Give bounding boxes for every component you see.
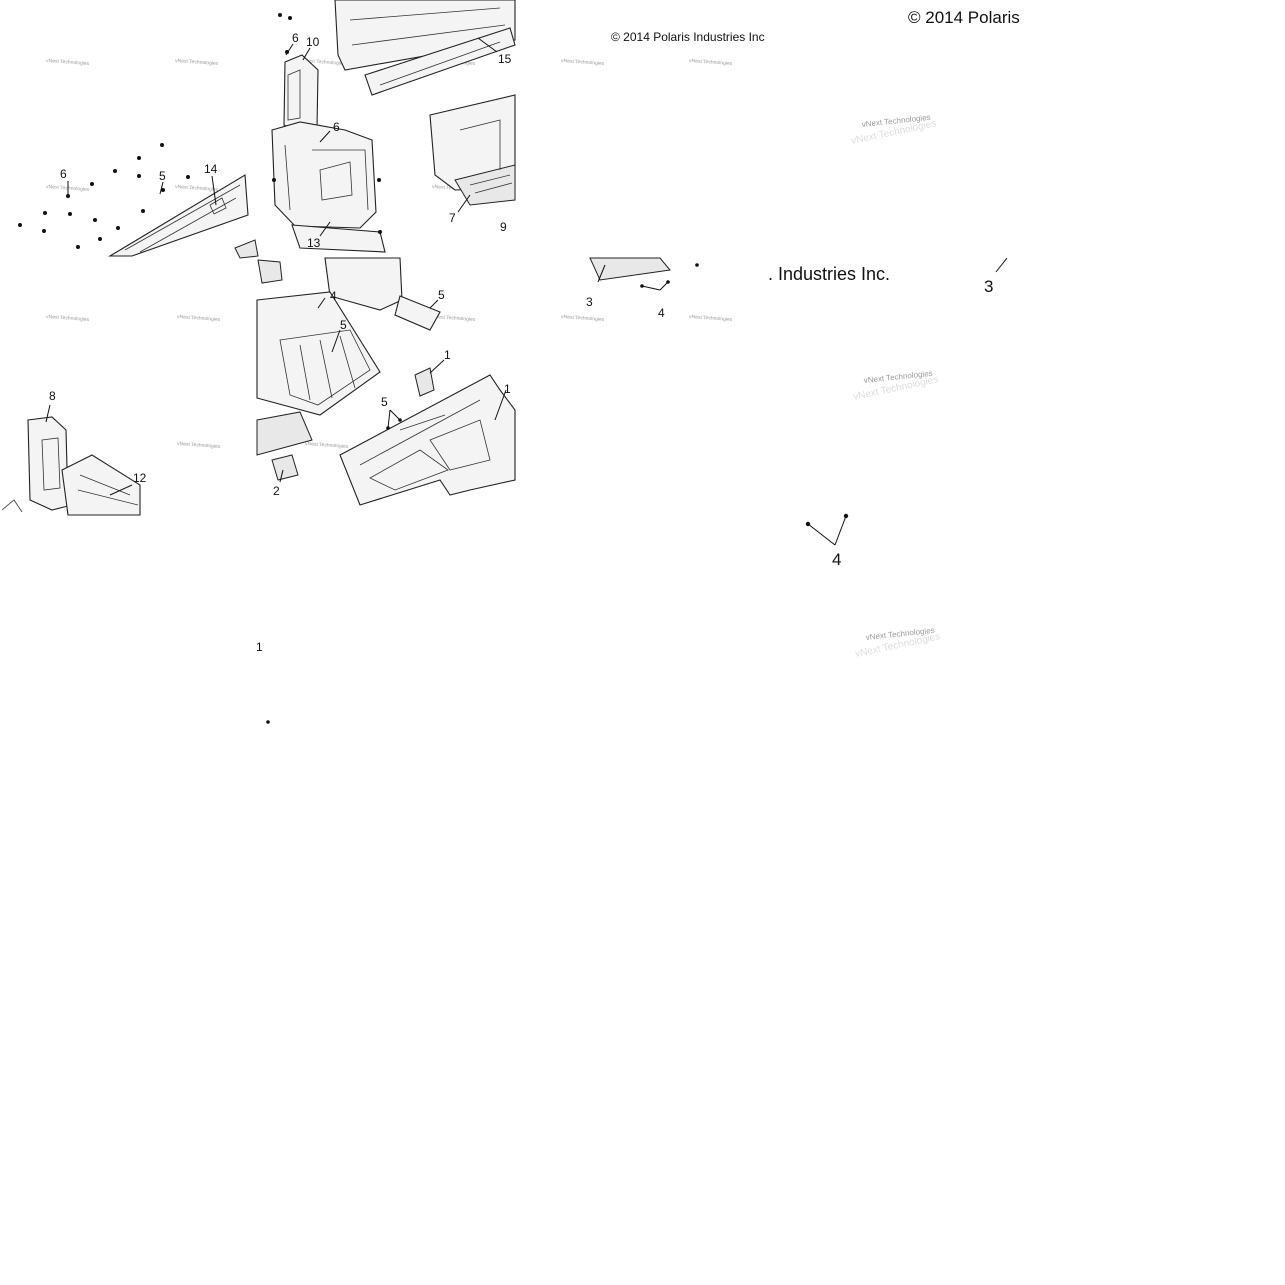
- callout-label: 5: [159, 169, 166, 183]
- fastener-group-left: [18, 143, 190, 249]
- callout-label: 13: [307, 236, 321, 250]
- part-bracket-2: [271, 454, 299, 481]
- callout-label: 7: [449, 211, 456, 225]
- callout-label: 10: [306, 35, 320, 49]
- callout-label: 3: [586, 295, 593, 309]
- part-door-panel-6: [271, 121, 377, 229]
- callout-label: 6: [292, 31, 299, 45]
- fastener-group-top: [272, 13, 382, 234]
- part-panel-12: [61, 454, 141, 516]
- part-panel-14: [108, 174, 249, 257]
- callout-label: 5: [438, 288, 445, 302]
- fastener-group-bottom: [266, 263, 849, 724]
- watermark: vNext Technologies: [305, 441, 349, 450]
- watermark: vNext Technologies: [177, 314, 221, 323]
- part-vent-10: [283, 54, 319, 133]
- callout-label: 5: [340, 318, 347, 332]
- part-mid-right-fragment: [589, 257, 671, 281]
- watermark: vNext Technologies: [561, 314, 605, 323]
- watermark: vNext Technologies: [302, 58, 346, 67]
- part-mid-crossmember: [324, 257, 441, 331]
- part-bracket-1: [414, 367, 435, 397]
- watermark-large-group: vNext Technologies vNext Technologies vN…: [850, 113, 941, 660]
- callout-labels: 6 10 15 6 6 5 14 7 9 13 3 3 4 4 5 5 1 5 …: [49, 31, 993, 654]
- callout-label: 4: [832, 550, 841, 569]
- watermark: vNext Technologies: [175, 58, 219, 67]
- callout-label: 2: [273, 484, 280, 498]
- part-bottom-left-fragment: [1, 499, 23, 513]
- callout-label: 14: [204, 162, 218, 176]
- leader-lines: [45, 37, 1008, 546]
- watermark: vNext Technologies: [46, 58, 90, 67]
- callout-label: 15: [498, 52, 512, 66]
- callout-label: 3: [984, 277, 993, 296]
- part-floor-panel-11: [339, 374, 516, 506]
- watermark: vNext Technologies: [177, 441, 221, 450]
- watermark: vNext Technologies: [46, 314, 90, 323]
- watermark: vNext Technologies: [561, 58, 605, 67]
- part-rail-13: [291, 224, 386, 253]
- callout-label: 9: [500, 220, 507, 234]
- watermark: vNext Technologies: [689, 314, 733, 323]
- callout-label: 5: [381, 395, 388, 409]
- watermark: vNext Technologies: [175, 184, 219, 193]
- callout-label: 8: [49, 389, 56, 403]
- part-rail-15: [364, 27, 516, 96]
- callout-label: 6: [60, 167, 67, 181]
- callout-label: 1: [504, 382, 511, 396]
- copyright-top-right: © 2014 Polaris: [908, 8, 1020, 27]
- watermark: vNext Technologies: [689, 58, 733, 67]
- callout-label: 12: [133, 471, 147, 485]
- copyright-top-center: © 2014 Polaris Industries Inc: [611, 30, 765, 44]
- copyright-fragment: . Industries Inc.: [768, 264, 890, 284]
- watermark: vNext Technologies: [432, 314, 476, 323]
- part-cargo-bed: [256, 291, 381, 456]
- callout-label: 4: [330, 289, 337, 303]
- callout-label: 6: [333, 120, 340, 134]
- callout-label: 1: [256, 640, 263, 654]
- part-left-fragment: [234, 239, 283, 284]
- callout-label: 1: [444, 348, 451, 362]
- callout-label: 4: [658, 306, 665, 320]
- watermark-group: vNext Technologies vNext Technologies vN…: [46, 58, 733, 450]
- part-vent-8: [27, 416, 69, 511]
